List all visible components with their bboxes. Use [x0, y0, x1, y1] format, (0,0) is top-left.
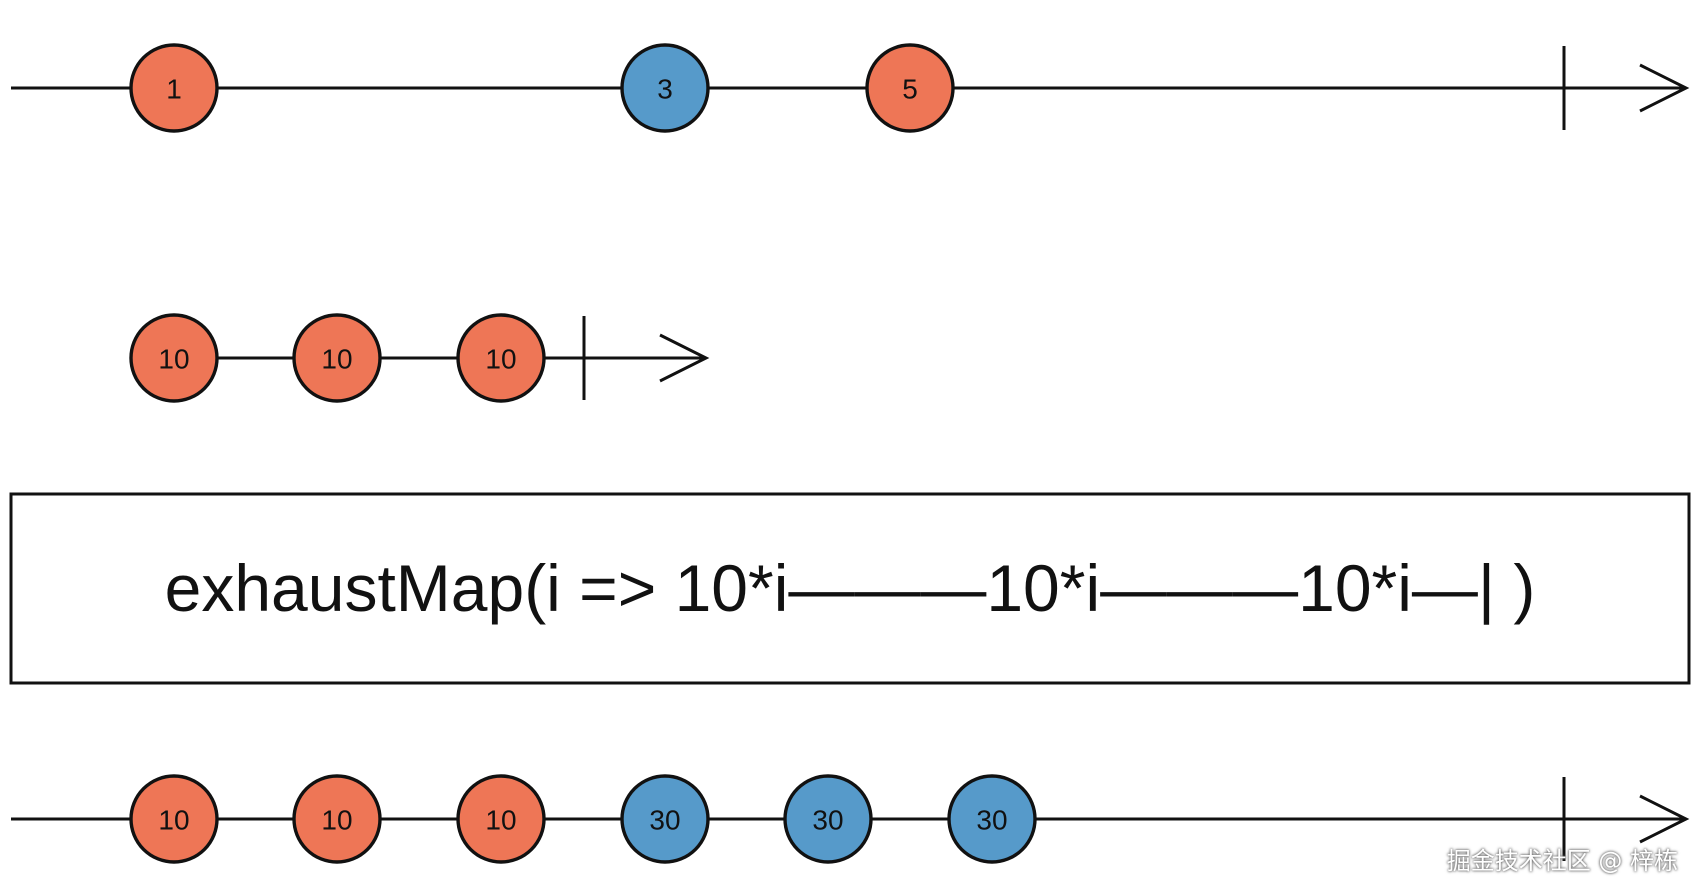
inner-timeline: 10 10 10	[129, 313, 710, 403]
marble-label: 10	[158, 344, 189, 375]
marble-circle	[947, 774, 1037, 864]
marble-label: 30	[812, 805, 843, 836]
marble-circle	[620, 43, 710, 133]
marble: 10	[129, 313, 219, 403]
source-timeline: 1 3 5	[11, 43, 1690, 133]
marble: 10	[129, 774, 219, 864]
output-timeline: 10 10 10 30 30 30	[11, 774, 1690, 864]
marble: 30	[947, 774, 1037, 864]
marble-circle	[865, 43, 955, 133]
marble-label: 10	[321, 805, 352, 836]
marble: 1	[129, 43, 219, 133]
marble-circle	[620, 774, 710, 864]
marble-circle	[292, 313, 382, 403]
marble-label: 30	[976, 805, 1007, 836]
marble: 10	[292, 313, 382, 403]
marble: 30	[620, 774, 710, 864]
operator-box	[9, 492, 1691, 685]
marble: 3	[620, 43, 710, 133]
marble-circle	[129, 313, 219, 403]
marble-circle	[129, 43, 219, 133]
marble-label: 10	[158, 805, 189, 836]
marble-label: 1	[166, 74, 182, 105]
arrow-head-icon	[1639, 63, 1690, 113]
marble-label: 10	[485, 805, 516, 836]
marble: 10	[456, 313, 546, 403]
marble-circle	[129, 774, 219, 864]
marble: 30	[783, 774, 873, 864]
marble-label: 10	[321, 344, 352, 375]
marble: 10	[292, 774, 382, 864]
marble-circle	[783, 774, 873, 864]
marble-label: 5	[902, 74, 918, 105]
marble-circle	[292, 774, 382, 864]
arrow-head-icon	[1639, 794, 1690, 844]
marble-label: 3	[657, 74, 673, 105]
operator-label: exhaustMap(i => 10*i———10*i———10*i—| )	[165, 551, 1536, 625]
marble-circle	[456, 313, 546, 403]
marble-label: 30	[649, 805, 680, 836]
marble: 5	[865, 43, 955, 133]
arrow-head-icon	[659, 333, 710, 383]
marble: 10	[456, 774, 546, 864]
watermark: 掘金技术社区 @ 梓栋	[1446, 847, 1678, 875]
marble-circle	[456, 774, 546, 864]
marble-label: 10	[485, 344, 516, 375]
